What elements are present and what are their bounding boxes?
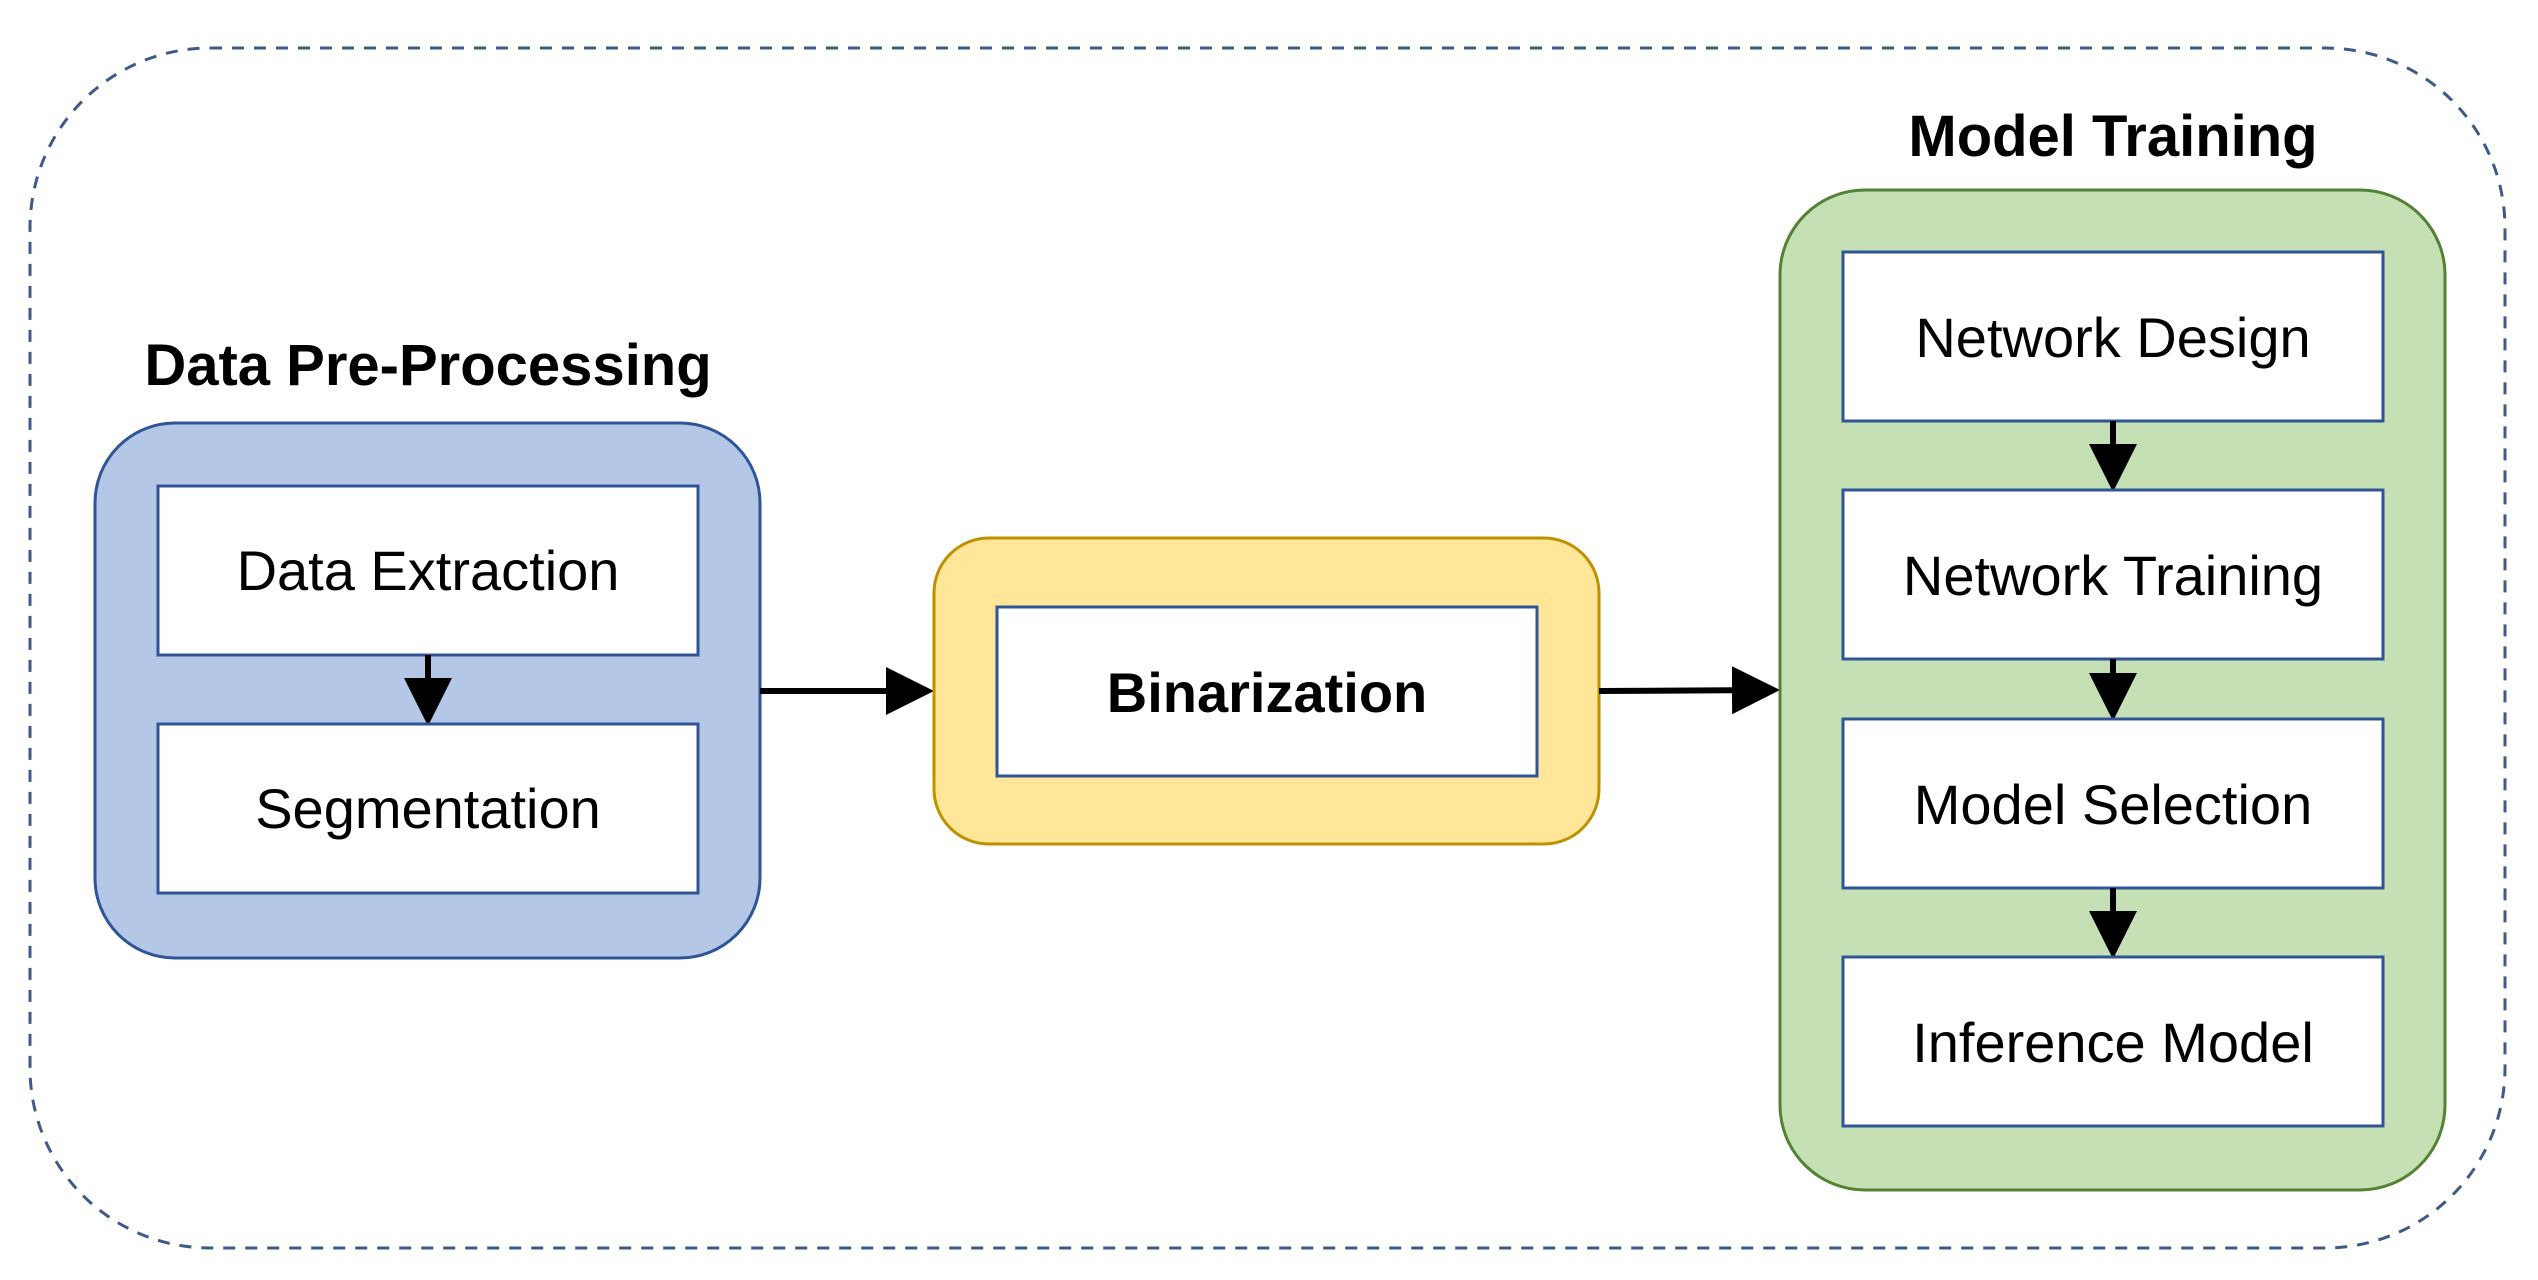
- inference-model-label: Inference Model: [1912, 1011, 2314, 1074]
- inference-model-box: [1841, 955, 2385, 1128]
- binarization-box: [995, 605, 1539, 778]
- network-training-label: Network Training: [1903, 544, 2323, 607]
- training-title: Model Training: [1908, 104, 2317, 169]
- training-group: Model Training Network Design Network Tr…: [1778, 104, 2447, 1192]
- data-extraction-label: Data Extraction: [237, 539, 620, 602]
- outer-dashed-boundary: [28, 46, 2507, 1250]
- binarization-to-training-arrow: [1598, 666, 1780, 715]
- preprocessing-group: Data Pre-Processing Data Extraction Segm…: [93, 333, 762, 960]
- network-training-box: [1841, 488, 2385, 661]
- segmentation-box: [156, 722, 700, 895]
- model-selection-label: Model Selection: [1914, 773, 2312, 836]
- model-selection-box: [1841, 717, 2385, 890]
- preprocessing-title: Data Pre-Processing: [144, 333, 711, 398]
- binarization-group: Binarization: [932, 536, 1601, 846]
- network-design-label: Network Design: [1915, 306, 2310, 369]
- segmentation-label: Segmentation: [255, 777, 601, 840]
- network-design-box: [1841, 250, 2385, 423]
- binarization-label: Binarization: [1107, 661, 1427, 724]
- data-extraction-box: [156, 484, 700, 657]
